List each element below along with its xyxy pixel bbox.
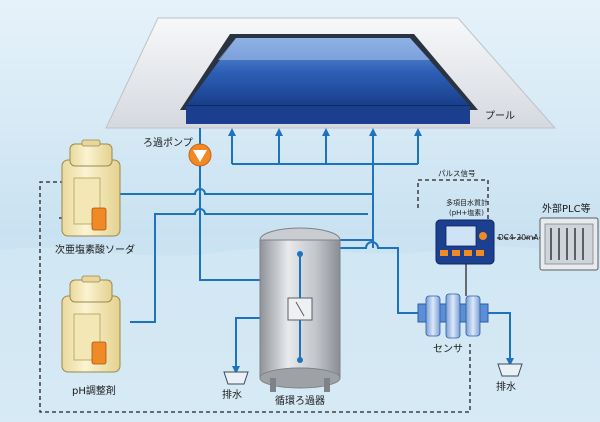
- pool: [105, 17, 557, 129]
- pool-label: プール: [485, 110, 515, 122]
- return-manifold: [228, 128, 422, 165]
- ph-adjuster-label: pH調整剤: [72, 384, 116, 397]
- drain-right-label: 排水: [496, 380, 516, 393]
- drain-icon: [223, 363, 523, 385]
- external-plc-label: 外部PLC等: [542, 202, 591, 215]
- current-signal-label: DC4-20mA: [498, 233, 539, 242]
- multi-item-line2: (pH+塩素): [449, 208, 484, 217]
- pulse-signal-label: パルス信号: [438, 168, 476, 178]
- circulation-filter-label: 循環ろ過器: [275, 394, 325, 407]
- multi-item-line1: 多項目水質計: [446, 198, 488, 207]
- ph-tank: [61, 275, 121, 373]
- drain-left-label: 排水: [222, 388, 242, 401]
- controller: [435, 219, 495, 265]
- hypochlorite-label: 次亜塩素酸ソーダ: [55, 243, 135, 256]
- dosing-pump-icon: [91, 207, 107, 231]
- hypochlorite-tank: [61, 139, 121, 237]
- filtration-pump-label: ろ過ポンプ: [143, 137, 193, 149]
- pump-triangle-icon: [193, 150, 207, 162]
- circulation-filter: [259, 227, 341, 392]
- plc-device: [539, 217, 599, 271]
- sensor-icon: [425, 295, 441, 337]
- sensor-assembly: [417, 262, 489, 339]
- sensor-label: センサ: [433, 343, 463, 355]
- dosing-pump-icon: [91, 341, 107, 365]
